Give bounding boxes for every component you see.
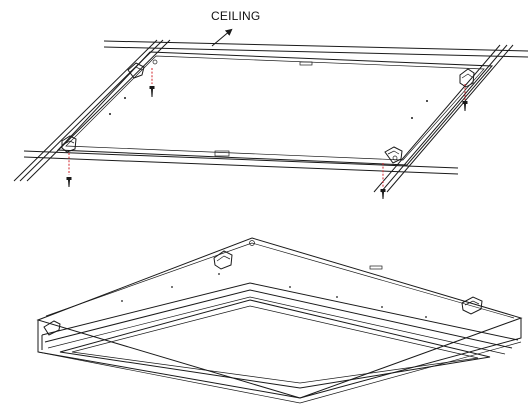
ceiling-label: CEILING	[211, 9, 261, 23]
arrow-up-right-icon	[211, 28, 233, 47]
mounting-plate	[56, 51, 494, 166]
panel-light	[36, 237, 523, 404]
mounting-bracket-icon	[61, 62, 475, 164]
mounting-bracket-icon	[43, 250, 483, 336]
screw-icon	[66, 86, 468, 199]
screw-guides	[68, 68, 466, 187]
ceiling-grid	[13, 39, 528, 193]
